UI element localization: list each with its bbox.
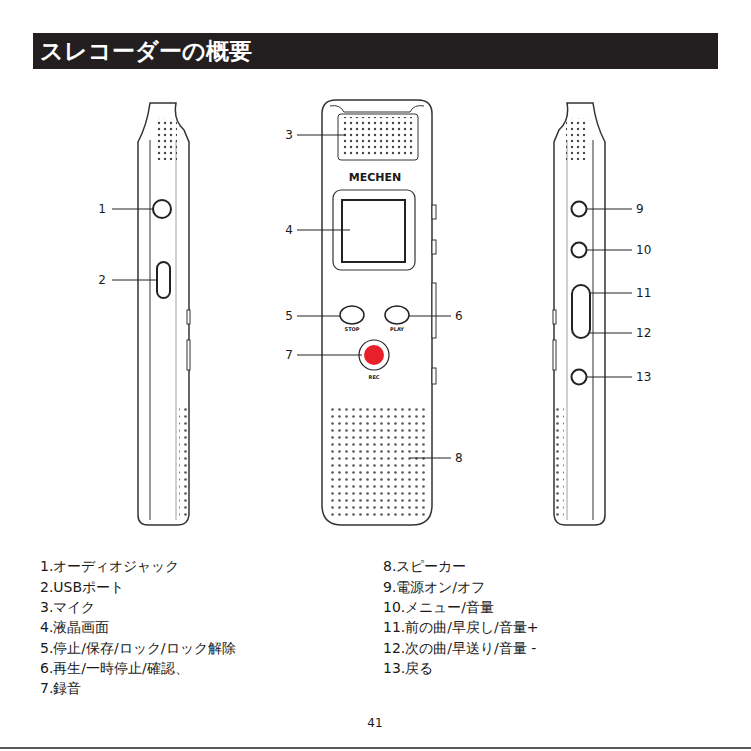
part-list-item: 1.オーディオジャック bbox=[40, 558, 179, 575]
part-list-item: 11.前の曲/早戻し/音量+ bbox=[383, 619, 538, 636]
part-list-item: 12.次の曲/早送り/音量 - bbox=[383, 640, 536, 657]
callout-number: 4 bbox=[285, 223, 293, 237]
callout-number: 3 bbox=[285, 128, 293, 142]
button-label: REC bbox=[369, 374, 380, 380]
button-label: STOP bbox=[345, 326, 360, 332]
brand-name: MECHEN bbox=[349, 171, 401, 184]
callout-number: 2 bbox=[98, 273, 106, 287]
callout-number: 8 bbox=[455, 451, 463, 465]
callout-number: 1 bbox=[98, 202, 106, 216]
callout-number: 5 bbox=[285, 309, 293, 323]
part-list-item: 4.液晶画面 bbox=[40, 619, 109, 636]
page-number: 41 bbox=[367, 716, 382, 730]
callout-number: 13 bbox=[636, 370, 651, 384]
callout-number: 7 bbox=[285, 348, 293, 362]
callout-number: 10 bbox=[636, 243, 651, 257]
page-title: スレコーダーの概要 bbox=[40, 36, 252, 67]
callout-number: 11 bbox=[636, 286, 651, 300]
callout-number: 9 bbox=[636, 202, 644, 216]
part-list-item: 9.電源オン/オフ bbox=[383, 579, 485, 596]
button-label: PLAY bbox=[390, 326, 404, 332]
part-list-item: 10.メニュー/音量 bbox=[383, 599, 494, 616]
callout-number: 12 bbox=[636, 326, 651, 340]
part-list-item: 8.スピーカー bbox=[383, 558, 466, 575]
part-list-item: 7.録音 bbox=[40, 680, 81, 697]
callout-number: 6 bbox=[455, 309, 463, 323]
part-list-item: 2.USBポート bbox=[40, 579, 124, 596]
part-list-item: 5.停止/保存/ロック/ロック解除 bbox=[40, 640, 236, 657]
part-list-item: 6.再生/一時停止/確認、 bbox=[40, 660, 189, 677]
part-list-item: 13.戻る bbox=[383, 660, 433, 677]
part-list-item: 3.マイク bbox=[40, 599, 95, 616]
